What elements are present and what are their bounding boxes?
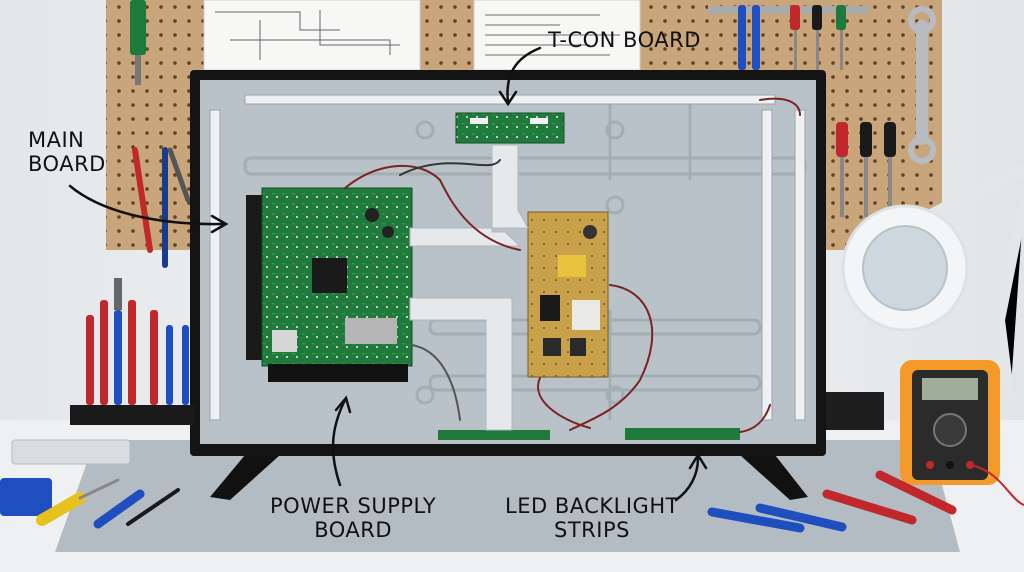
tv-stand-right xyxy=(740,455,808,500)
arrow-main-board xyxy=(68,184,224,226)
main-board-label-line2: BOARD xyxy=(28,152,106,176)
desk-tools xyxy=(0,439,957,533)
power-supply-board xyxy=(527,211,609,378)
callout-arrows xyxy=(68,46,708,502)
tv-stand-left xyxy=(210,455,280,500)
power-supply-label-line1: POWER SUPPLY xyxy=(270,494,437,518)
magnifier-lamp-icon xyxy=(841,164,1024,405)
arrow-led-strips xyxy=(674,456,700,502)
screwdriver-holder xyxy=(70,278,195,425)
main-board-label: MAIN BOARD xyxy=(28,128,106,176)
schematic-sheet-right xyxy=(473,0,641,71)
led-label-line2: STRIPS xyxy=(554,518,630,542)
main-board xyxy=(246,187,413,382)
ribbon-cables xyxy=(409,144,529,431)
main-board-label-line1: MAIN xyxy=(28,128,85,152)
black-case xyxy=(826,392,884,430)
wrench-icon xyxy=(908,6,936,164)
led-backlight-strips-label: LED BACKLIGHT STRIPS xyxy=(505,494,679,542)
t-con-board xyxy=(455,112,565,144)
power-supply-board-label: POWER SUPPLY BOARD xyxy=(270,494,436,542)
arrow-t-con xyxy=(506,46,542,104)
led-label-line1: LED BACKLIGHT xyxy=(505,494,679,518)
pliers-icon xyxy=(132,147,191,268)
t-con-board-label: T-CON BOARD xyxy=(548,28,701,52)
pegboard-left xyxy=(106,0,202,250)
multimeter-icon xyxy=(900,360,1024,506)
wiring xyxy=(344,97,801,433)
arrow-power-supply xyxy=(331,398,347,487)
power-supply-label-line2: BOARD xyxy=(314,518,393,542)
screwdriver-icon xyxy=(130,0,146,85)
screwdriver-rack-icon xyxy=(708,5,896,217)
schematic-sheet-left xyxy=(203,0,421,71)
desk-mat xyxy=(55,440,960,552)
